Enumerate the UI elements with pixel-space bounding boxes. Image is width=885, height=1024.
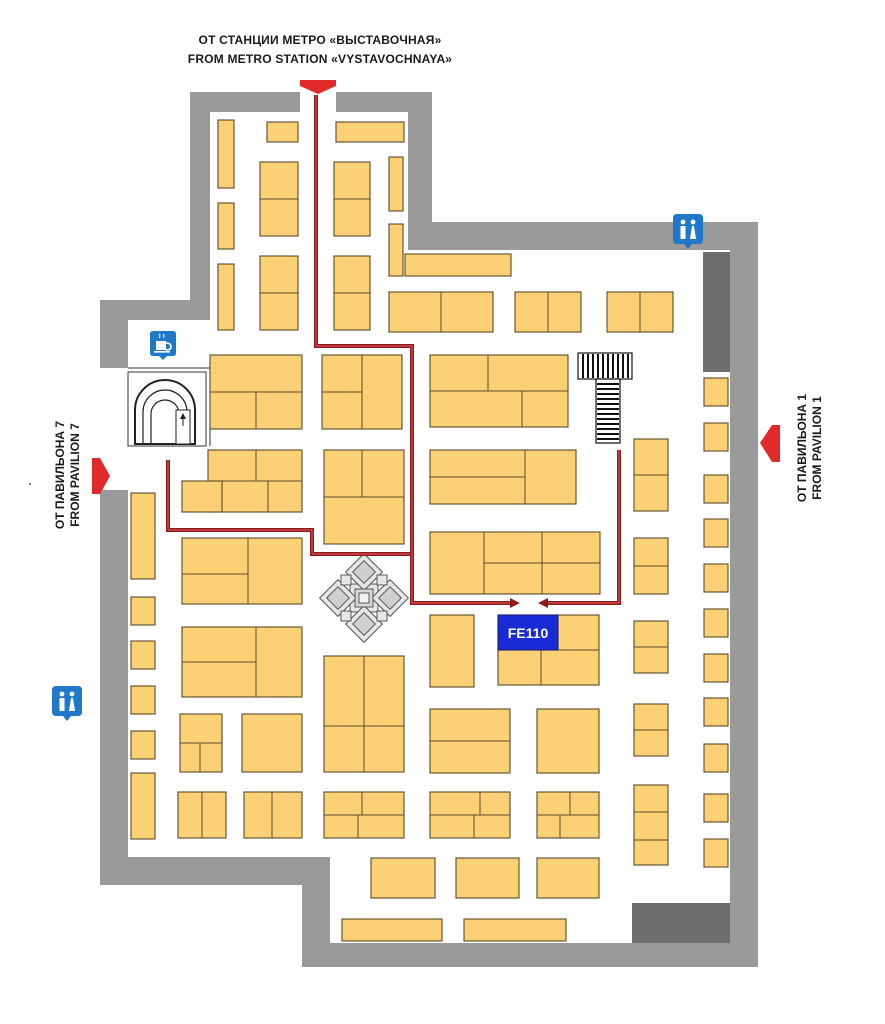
entrance-arrow-icon: [760, 425, 780, 462]
route-from-pavilion1: [538, 450, 621, 608]
restroom-icon: [673, 214, 703, 249]
route-from-pavilion7: [166, 460, 410, 556]
elevator-icon: [134, 379, 196, 445]
entrance-arrow-icon: [92, 458, 110, 494]
metro-entrance-label-ru: ОТ СТАНЦИИ МЕТРО «ВЫСТАВОЧНАЯ»: [198, 33, 442, 47]
hall-walls: [100, 92, 758, 967]
cafe-icon: [150, 331, 176, 360]
entrance-arrow-icon: [300, 80, 336, 94]
stairs-icon: [577, 352, 633, 444]
booth-fe110-label: FE110: [508, 625, 549, 641]
elevator-area: [127, 367, 211, 447]
metro-entrance-label-en: FROM METRO STATION «VYSTAVOCHNAYA»: [187, 52, 453, 66]
booths: [130, 119, 729, 942]
route-from-metro: [314, 95, 520, 608]
fountain-icon: [318, 552, 410, 644]
booth-fe110[interactable]: FE110: [497, 614, 559, 651]
restroom-icon: [52, 686, 82, 721]
